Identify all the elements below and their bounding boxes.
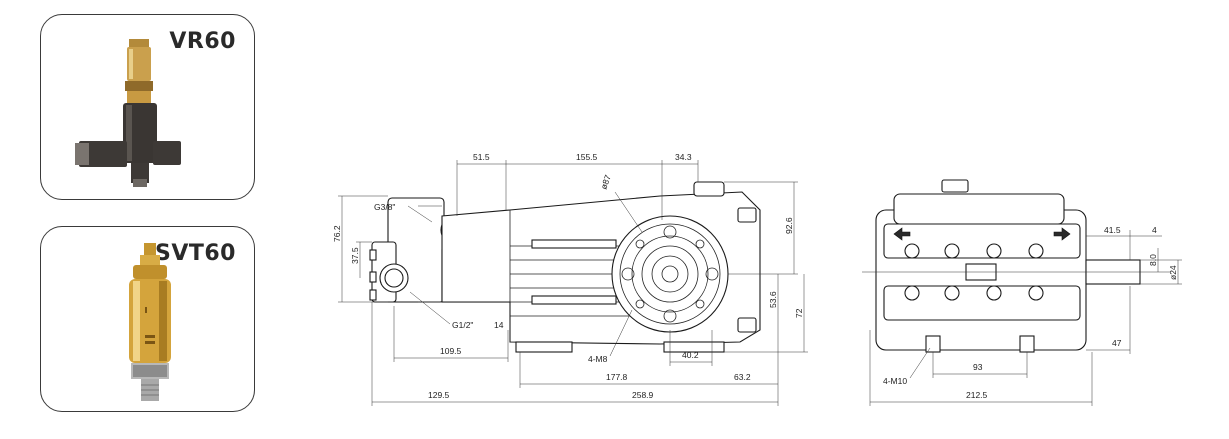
dim-40-2: 40.2 (682, 350, 699, 360)
dim-129-5: 129.5 (428, 390, 450, 400)
dim-51-5: 51.5 (473, 152, 490, 162)
product-card-vr60: VR60 (40, 14, 255, 200)
product-title-svt60: SVT60 (155, 241, 236, 266)
dim-109-5: 109.5 (440, 346, 462, 356)
port-inlet-label: G1/2" (452, 320, 473, 330)
dim-4: 4 (1152, 225, 1157, 235)
dim-4-m10: 4-M10 (883, 376, 907, 386)
dim-177-8: 177.8 (606, 372, 628, 382)
unloader-valve-photo (75, 39, 181, 187)
dim-93: 93 (973, 362, 983, 372)
dim-53-6: 53.6 (768, 291, 778, 308)
dim-phi24: ø24 (1168, 265, 1178, 280)
dim-92-6: 92.6 (784, 217, 794, 234)
dim-63-2: 63.2 (734, 372, 751, 382)
pump-technical-drawing: 51.5 155.5 34.3 ø87 76.2 37.5 92.6 53.6 … (332, 152, 1182, 406)
safety-valve-photo (129, 243, 171, 401)
dim-47: 47 (1112, 338, 1122, 348)
port-outlet-label: G3/8" (374, 202, 395, 212)
dim-37-5: 37.5 (350, 247, 360, 264)
dim-155-5: 155.5 (576, 152, 598, 162)
pump-top-view: 41.5 4 8.0 ø24 47 93 4-M10 212.5 (862, 179, 1182, 406)
dim-41-5: 41.5 (1104, 225, 1121, 235)
dim-phi87: ø87 (598, 173, 612, 190)
dim-34-3: 34.3 (675, 152, 692, 162)
dim-4-m8: 4-M8 (588, 354, 608, 364)
dim-76-2: 76.2 (332, 225, 342, 242)
product-title-vr60: VR60 (169, 29, 236, 54)
dim-14: 14 (494, 320, 504, 330)
pump-side-view: 51.5 155.5 34.3 ø87 76.2 37.5 92.6 53.6 … (332, 152, 808, 406)
dim-72: 72 (794, 308, 804, 318)
product-card-svt60: SVT60 (40, 226, 255, 412)
dim-212-5: 212.5 (966, 390, 988, 400)
dim-258-9: 258.9 (632, 390, 654, 400)
